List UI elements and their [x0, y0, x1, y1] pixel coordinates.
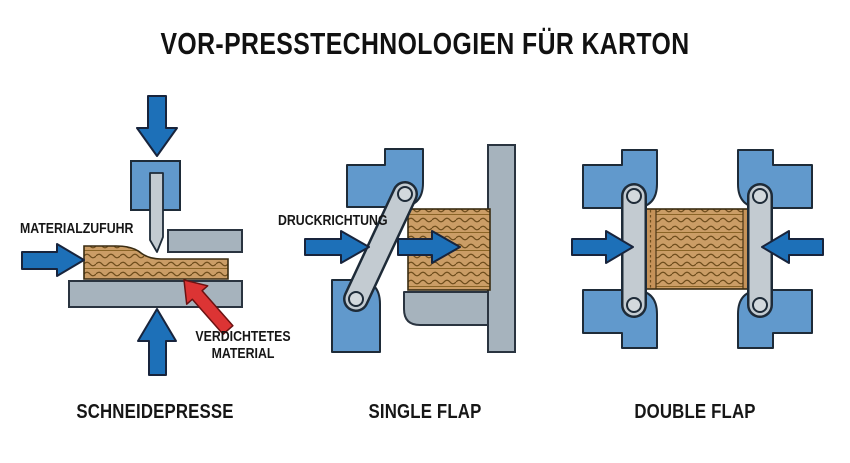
- press-wall: [487, 144, 516, 353]
- pivot-pin-icon: [752, 297, 768, 313]
- arrow-right-icon: [304, 230, 370, 264]
- base-plate: [68, 280, 243, 308]
- caption-schneidepresse: SCHNEIDEPRESSE: [76, 401, 234, 423]
- pivot-pin-icon: [397, 186, 413, 202]
- cardboard-block: [644, 208, 755, 290]
- cardboard-strip: [83, 245, 229, 280]
- pivot-pin-icon: [348, 291, 364, 307]
- compacted-material-label: VERDICHTETES MATERIAL: [195, 329, 291, 362]
- pivot-pin-icon: [626, 188, 642, 204]
- arrow-left-icon: [761, 230, 824, 264]
- schneidepresse-diagram: [21, 95, 243, 376]
- arrow-up-icon: [137, 308, 177, 376]
- caption-double-flap: DOUBLE FLAP: [634, 401, 756, 423]
- caption-single-flap: SINGLE FLAP: [368, 401, 482, 423]
- material-feed-label: MATERIALZUFUHR: [20, 221, 134, 237]
- arrow-right-icon: [21, 243, 85, 277]
- page-title: VOR-PRESSTECHNOLOGIEN FÜR KARTON: [160, 26, 690, 61]
- single-flap-diagram: [304, 144, 516, 353]
- double-flap-diagram: [571, 149, 824, 349]
- pivot-pin-icon: [752, 188, 768, 204]
- arrow-right-icon: [397, 230, 461, 264]
- arrow-down-icon: [136, 95, 178, 157]
- right-flap-lever: [747, 183, 773, 318]
- flap-lever: [343, 181, 418, 312]
- left-flap-lever: [621, 183, 647, 318]
- blade: [149, 172, 164, 253]
- pivot-pin-icon: [626, 297, 642, 313]
- top-plate: [167, 229, 243, 253]
- red-pointer-arrow-icon: [183, 279, 234, 336]
- pressure-direction-label: DRUCKRICHTUNG: [278, 213, 388, 229]
- bottom-support: [403, 291, 489, 326]
- arrow-right-icon: [571, 230, 634, 264]
